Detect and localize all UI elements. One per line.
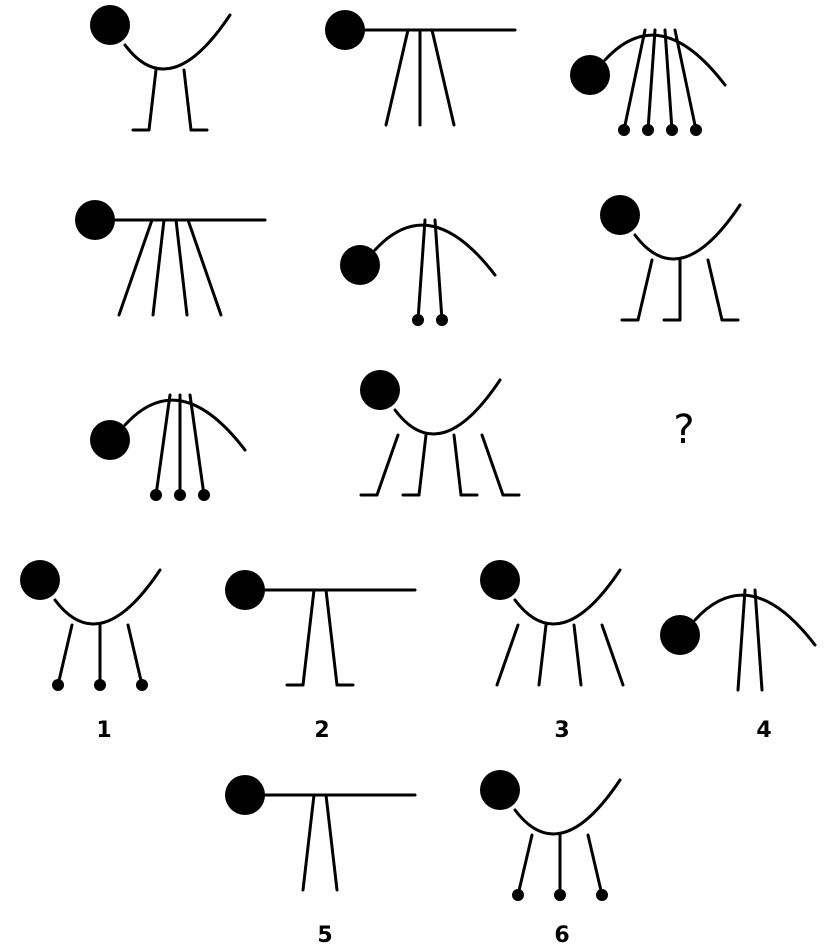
leg-line [156,395,170,495]
foot-dot [52,679,64,691]
foot-dot [618,124,630,136]
option-label-6[interactable]: 6 [554,923,569,945]
leg-line [665,30,672,130]
leg-line [624,30,645,130]
option-label-5[interactable]: 5 [317,923,332,945]
foot-dot [136,679,148,691]
leg-line [418,220,425,320]
foot-dot [174,489,186,501]
matrix-cell-r2-c1 [75,200,265,315]
leg-line [648,30,655,130]
leg-line [432,30,454,125]
option-label-3[interactable]: 3 [554,718,569,743]
matrix-cell-r1-c2 [325,10,515,125]
matrix-cell-r2-c3 [600,195,740,320]
leg-line [303,795,314,890]
foot-dot [554,889,566,901]
leg-line [58,625,72,685]
head-dot [225,570,265,610]
head-dot [480,560,520,600]
missing-cell-question-mark: ? [673,407,694,453]
leg-line [149,70,156,130]
body-line [125,15,230,69]
foot-dot [436,314,448,326]
leg-line [755,590,762,690]
foot-dot [642,124,654,136]
leg-line [188,220,221,315]
leg-line [435,220,442,320]
leg-line [153,220,164,315]
option-label-2[interactable]: 2 [314,718,329,743]
option-figure-1 [20,560,160,691]
option-label-1[interactable]: 1 [96,718,111,743]
option-label-4[interactable]: 4 [756,718,771,743]
foot-dot [512,889,524,901]
matrix-cell-r3-c1 [90,395,245,501]
head-dot [225,775,265,815]
foot-dot [412,314,424,326]
head-dot [75,200,115,240]
leg-line [518,835,532,895]
matrix-cell-r3-c2 [360,370,519,495]
foot-dot [690,124,702,136]
body-line [55,570,160,624]
leg-line [588,835,602,895]
leg-line [419,435,426,495]
leg-line [708,260,722,320]
foot-dot [596,889,608,901]
option-figure-5 [225,775,415,890]
leg-line [386,30,408,125]
option-figure-3 [480,560,623,685]
head-dot [480,770,520,810]
leg-line [497,625,518,685]
foot-dot [198,489,210,501]
head-dot [600,195,640,235]
leg-line [377,435,398,495]
body-line [125,400,245,450]
leg-line [326,590,337,685]
head-dot [325,10,365,50]
head-dot [360,370,400,410]
leg-line [602,625,623,685]
leg-line [184,70,191,130]
matrix-cell-r1-c3 [570,30,725,136]
head-dot [20,560,60,600]
body-line [395,380,500,434]
leg-line [574,625,581,685]
matrix-cell-r2-c2 [340,220,495,326]
leg-line [539,625,546,685]
body-line [635,205,740,259]
foot-dot [150,489,162,501]
leg-line [303,590,314,685]
body-line [515,780,620,834]
option-figure-6 [480,770,620,901]
option-figure-2 [225,570,415,685]
leg-line [326,795,337,890]
option-figure-4 [660,590,815,690]
leg-line [482,435,503,495]
leg-line [454,435,461,495]
body-line [515,570,620,624]
matrix-cell-r1-c1 [90,5,230,130]
head-dot [90,5,130,45]
foot-dot [94,679,106,691]
leg-line [128,625,142,685]
leg-line [738,590,745,690]
leg-line [119,220,152,315]
leg-line [638,260,652,320]
leg-line [176,220,187,315]
foot-dot [666,124,678,136]
